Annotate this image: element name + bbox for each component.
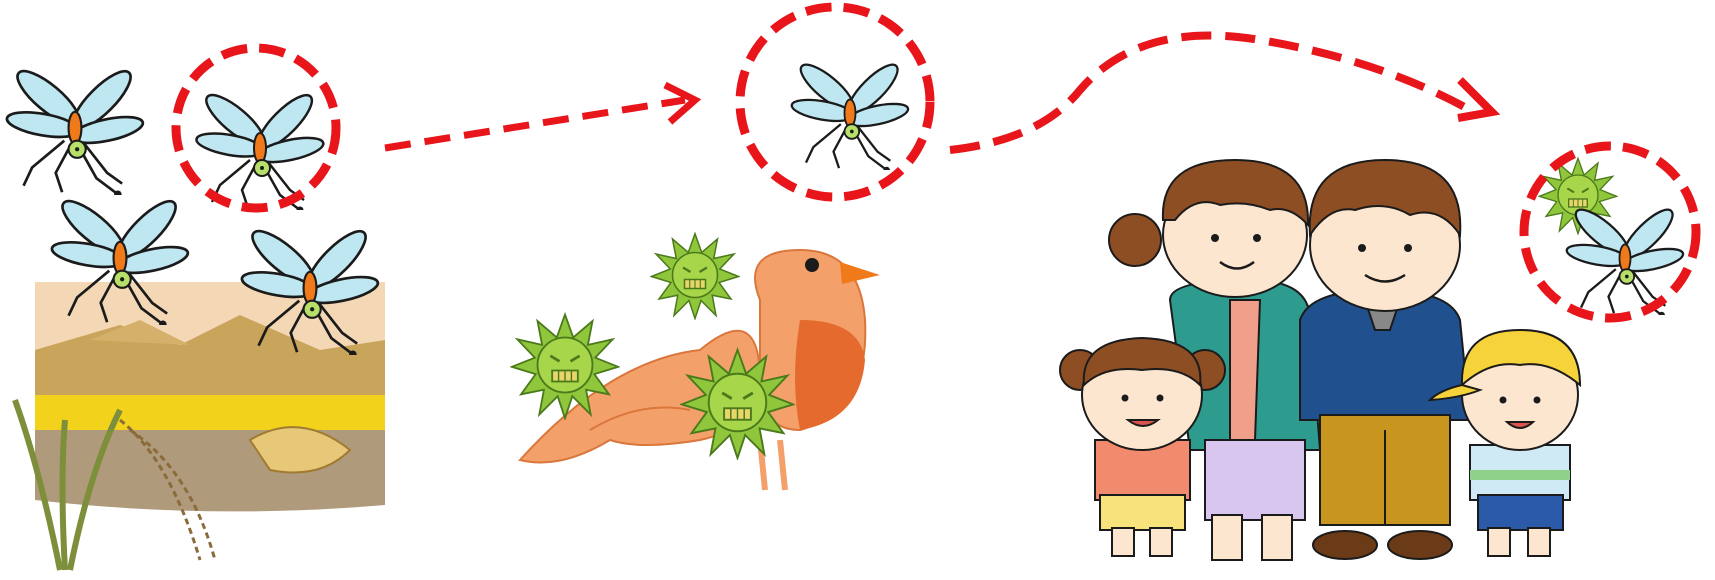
mosquito-icon (1565, 203, 1685, 318)
rice-field-icon (15, 282, 385, 570)
father (1300, 160, 1470, 559)
arrow-icon (385, 100, 685, 148)
mosquito-icon (5, 63, 145, 198)
arrow-head-icon (1458, 80, 1492, 118)
family-icon (1060, 160, 1580, 560)
mosquito-icon (790, 58, 910, 173)
arrow-icon (950, 36, 1470, 150)
virus-icon (652, 234, 739, 319)
